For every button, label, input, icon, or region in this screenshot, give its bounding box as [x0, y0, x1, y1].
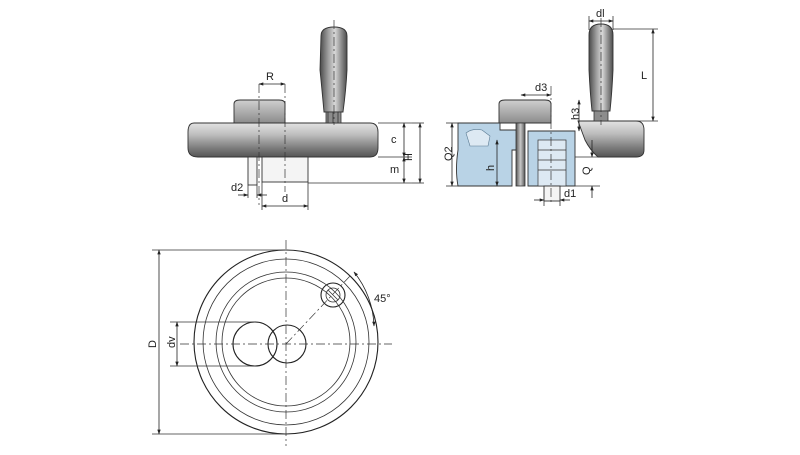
side-view: R c m H d2 d	[187, 20, 424, 210]
side-hub	[233, 99, 286, 124]
top-view: 45° D dv	[147, 240, 392, 446]
label-45-degrees: 45°	[374, 293, 391, 305]
label-Q: Q	[581, 166, 593, 175]
label-m: m	[390, 164, 399, 176]
section-hub-cap	[498, 99, 552, 124]
section-view: dl L d3 h3 Q2 h Q d1	[443, 8, 658, 206]
label-dl: dl	[596, 8, 605, 20]
label-d: d	[282, 193, 288, 205]
section-body	[456, 122, 521, 187]
label-h3: h3	[570, 108, 582, 120]
label-R: R	[266, 71, 274, 83]
handle-boss-inner	[325, 287, 341, 303]
section-rim-right	[577, 120, 645, 158]
side-handle	[319, 26, 348, 113]
side-handle-nut	[325, 111, 342, 124]
side-wheel-rim	[187, 122, 379, 158]
label-H: H	[403, 153, 415, 161]
handle-boss-circle	[320, 282, 346, 308]
side-shaft-small	[247, 156, 258, 186]
label-Q2: Q2	[443, 146, 455, 161]
label-d3: d3	[535, 82, 547, 94]
label-L: L	[641, 70, 647, 82]
label-D: D	[147, 340, 159, 348]
section-handle	[588, 23, 614, 112]
section-spigot	[543, 185, 561, 202]
label-d1: d1	[564, 188, 576, 200]
section-pin	[515, 122, 526, 187]
label-dv: dv	[166, 336, 178, 348]
label-h: h	[485, 165, 497, 171]
label-c: c	[391, 134, 397, 146]
label-d2: d2	[231, 182, 243, 194]
